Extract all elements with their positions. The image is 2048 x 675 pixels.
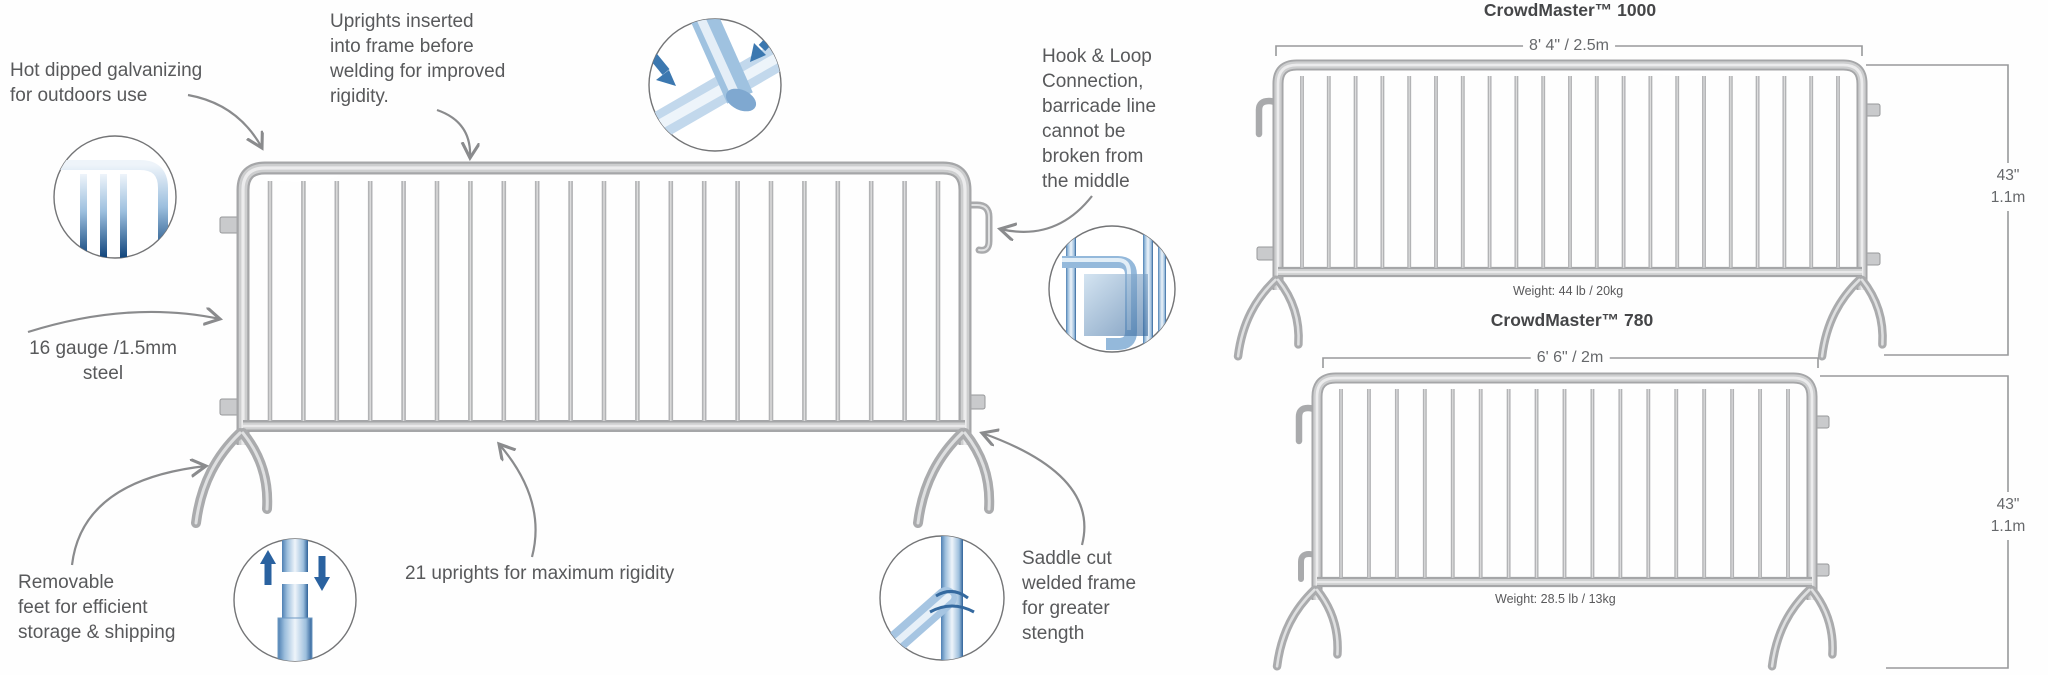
callout-line: Hot dipped galvanizing <box>10 60 203 81</box>
removable-feet-arrow <box>70 466 206 566</box>
barrier-tube <box>1233 275 1280 361</box>
callout-line: feet for efficient <box>18 597 148 618</box>
uprights-count-arrow <box>499 444 537 558</box>
callout-line: cannot be <box>1042 121 1126 142</box>
callout-saddle-cut: Saddle cut welded frame for greater sten… <box>1022 546 1136 646</box>
callout-line: stength <box>1022 623 1085 644</box>
callout-line: welded frame <box>1022 573 1137 594</box>
barrier-tube <box>241 166 967 445</box>
main-barrier <box>191 161 995 528</box>
barrier-tube <box>194 431 242 525</box>
barrier-tube <box>241 431 269 511</box>
dimension-lines <box>1275 45 2009 669</box>
callout-line: the middle <box>1042 171 1130 192</box>
cm780-title: CrowdMaster™ 780 <box>1490 310 1654 330</box>
cm780-height-label: 43" 1.1m <box>1985 492 2031 540</box>
right-hook-highlight <box>965 204 990 252</box>
hook-loop-arrow <box>1000 195 1093 232</box>
barrier-tube <box>1315 376 1814 600</box>
saddle-cut-detail-icon <box>879 535 1005 661</box>
galvanizing-arrow <box>187 93 262 148</box>
removable-feet-detail-icon <box>233 538 357 662</box>
callout-uprights-weld: Uprights inserted into frame before weld… <box>330 9 505 109</box>
cm780-weight: Weight: 28.5 lb / 13kg <box>1495 592 1616 606</box>
barrier-tube <box>1860 278 1884 346</box>
callout-line: Hook & Loop <box>1042 46 1152 67</box>
cm1000-weight: Weight: 44 lb / 20kg <box>1513 284 1624 298</box>
barrier-tube <box>1276 63 1864 290</box>
barrier-tube <box>1817 275 1864 361</box>
saddle-cut-arrow <box>982 433 1086 546</box>
callout-gauge: 16 gauge /1.5mm steel <box>8 336 198 386</box>
cm1000-height-label: 43" 1.1m <box>1985 163 2031 211</box>
barrier-tube <box>1810 588 1834 656</box>
barrier-tube <box>1276 278 1300 346</box>
barrier-tube <box>963 431 991 511</box>
callout-line: rigidity. <box>330 86 389 107</box>
uprights-weld-arrow <box>436 108 470 158</box>
callout-line: broken from <box>1042 146 1144 167</box>
gauge-arrow <box>27 312 220 334</box>
cm1000-title: CrowdMaster™ 1000 <box>1483 0 1657 20</box>
callout-line: steel <box>82 363 124 384</box>
barrier-tube <box>1272 585 1319 671</box>
barrier-tube <box>916 431 964 525</box>
barrier-tube <box>1236 278 1277 358</box>
callout-removable-feet: Removable feet for efficient storage & s… <box>18 570 175 645</box>
callout-line: barricade line <box>1042 96 1157 117</box>
barrier-tube <box>1275 588 1316 668</box>
callout-line: 16 gauge /1.5mm <box>29 338 177 359</box>
callout-line: into frame before <box>330 36 474 57</box>
callout-line: welding for improved <box>330 61 506 82</box>
height-inches: 43" <box>1996 496 2020 513</box>
callout-line: Connection, <box>1042 71 1144 92</box>
barrier-tube <box>913 428 967 528</box>
cm1000-width-label: 8' 4" / 2.5m <box>1523 35 1615 57</box>
callout-line: Saddle cut <box>1022 548 1112 569</box>
barrier-tube <box>1770 588 1811 668</box>
callout-uprights-count: 21 uprights for maximum rigidity <box>405 561 674 586</box>
crowdmaster-780-barrier <box>1272 372 1837 671</box>
upright-weld-detail-icon <box>648 18 782 152</box>
callout-line: for greater <box>1022 598 1110 619</box>
callout-hook-loop: Hook & Loop Connection, barricade line c… <box>1042 44 1156 194</box>
callout-line: for outdoors use <box>10 85 148 106</box>
callout-line: Uprights inserted <box>330 11 474 32</box>
hook-loop-detail-icon <box>1048 225 1176 353</box>
barrier-tube <box>1315 588 1339 656</box>
galvanizing-detail-icon <box>53 135 177 259</box>
callout-line: Removable <box>18 572 115 593</box>
crowdmaster-1000-barrier <box>1233 59 1887 361</box>
height-meters: 1.1m <box>1990 189 2026 206</box>
cm780-width-label: 6' 6" / 2m <box>1530 347 1610 369</box>
height-meters: 1.1m <box>1990 518 2026 535</box>
callout-galvanizing: Hot dipped galvanizing for outdoors use <box>10 58 202 108</box>
barrier-tube <box>191 428 245 528</box>
callout-line: 21 uprights for maximum rigidity <box>405 563 675 584</box>
barrier-tube <box>1767 585 1814 671</box>
callout-arrows <box>27 93 1093 566</box>
barrier-tube <box>1820 278 1861 358</box>
callout-line: storage & shipping <box>18 622 176 643</box>
height-inches: 43" <box>1996 167 2020 184</box>
cm780-height-bracket <box>1820 375 2009 669</box>
